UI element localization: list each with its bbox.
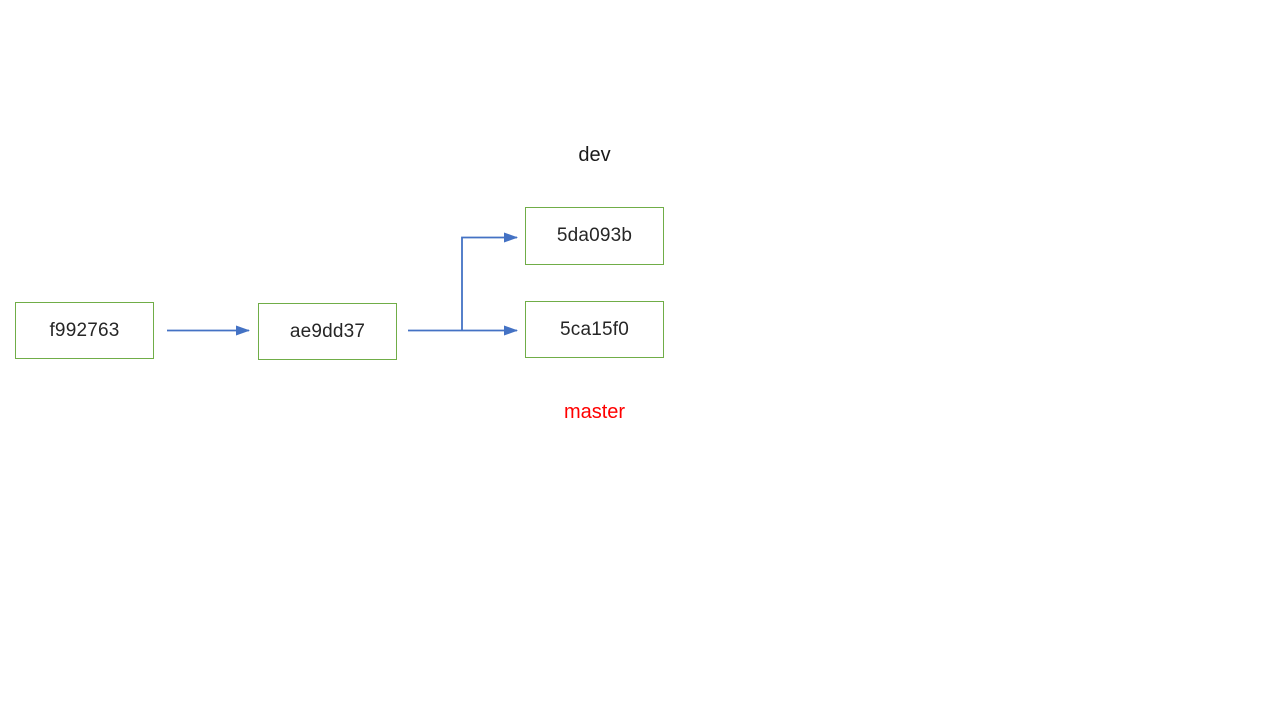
commit-node-label: 5da093b (556, 225, 633, 246)
arrow-ae9dd37-to-5da093b (461, 232, 518, 331)
branch-label-master: master (563, 401, 626, 423)
commit-node-label: ae9dd37 (289, 320, 366, 342)
branch-label-dev: dev (578, 144, 611, 166)
commit-node-f992763: f992763 (15, 302, 154, 359)
commit-node-label: 5ca15f0 (559, 318, 629, 340)
commit-node-5da093b: 5da093b (525, 207, 664, 265)
commit-node-5ca15f0: 5ca15f0 (525, 301, 664, 358)
commit-node-ae9dd37: ae9dd37 (258, 303, 397, 360)
commit-node-label: f992763 (49, 319, 120, 341)
